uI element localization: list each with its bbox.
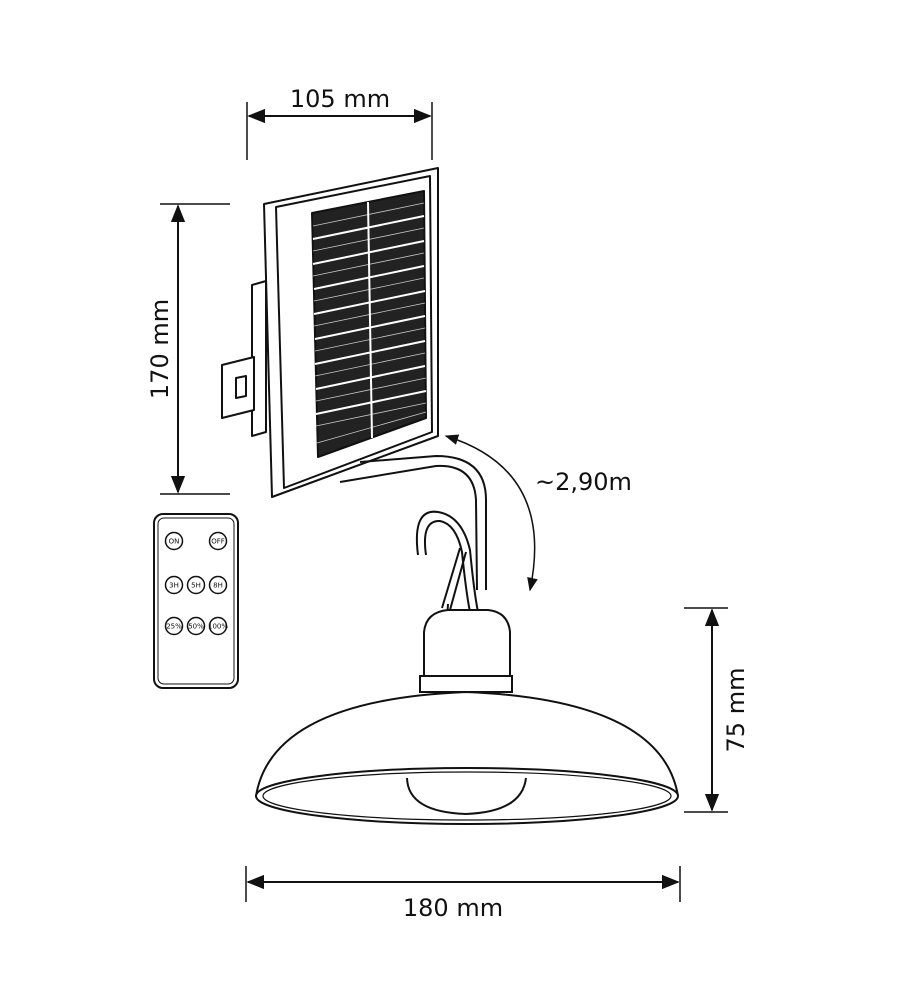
remote-control — [153, 513, 239, 689]
lamp-height-label: 75 mm — [722, 668, 750, 753]
lamp-width-dimension — [245, 866, 681, 902]
lamp-hook — [415, 510, 479, 633]
remote-button-label: 8H — [213, 582, 223, 590]
remote-buttons: ON OFF 3H 5H 8H 25% 50% 100% — [164, 531, 228, 636]
cable-length-arrow — [444, 434, 538, 592]
lamp-socket — [419, 609, 513, 693]
remote-button-50pct — [186, 616, 206, 636]
panel-height-dimension — [160, 203, 230, 495]
remote-button-3h — [164, 575, 184, 595]
lamp-shade — [255, 690, 679, 825]
lamp-width-label: 180 mm — [403, 894, 503, 922]
panel-width-dimension — [246, 102, 433, 160]
lamp-height-dimension — [684, 607, 728, 813]
panel-height-label: 170 mm — [146, 299, 174, 399]
cable-length-label: ~2,90m — [535, 468, 632, 496]
remote-button-label: 5H — [191, 582, 201, 590]
panel-width-label: 105 mm — [290, 85, 390, 113]
remote-button-label: 50% — [188, 623, 204, 631]
remote-button-5h — [186, 575, 206, 595]
remote-button-label: 3H — [169, 582, 179, 590]
remote-button-off — [208, 531, 228, 551]
remote-button-100pct — [208, 616, 228, 636]
remote-button-label: 25% — [166, 623, 182, 631]
remote-button-label: OFF — [211, 538, 225, 546]
remote-button-8h — [208, 575, 228, 595]
remote-button-label: ON — [169, 538, 180, 546]
solar-panel — [221, 167, 439, 498]
remote-button-on — [164, 531, 184, 551]
remote-button-label: 100% — [208, 623, 228, 631]
light-bulb — [406, 777, 527, 816]
remote-button-25pct — [164, 616, 184, 636]
